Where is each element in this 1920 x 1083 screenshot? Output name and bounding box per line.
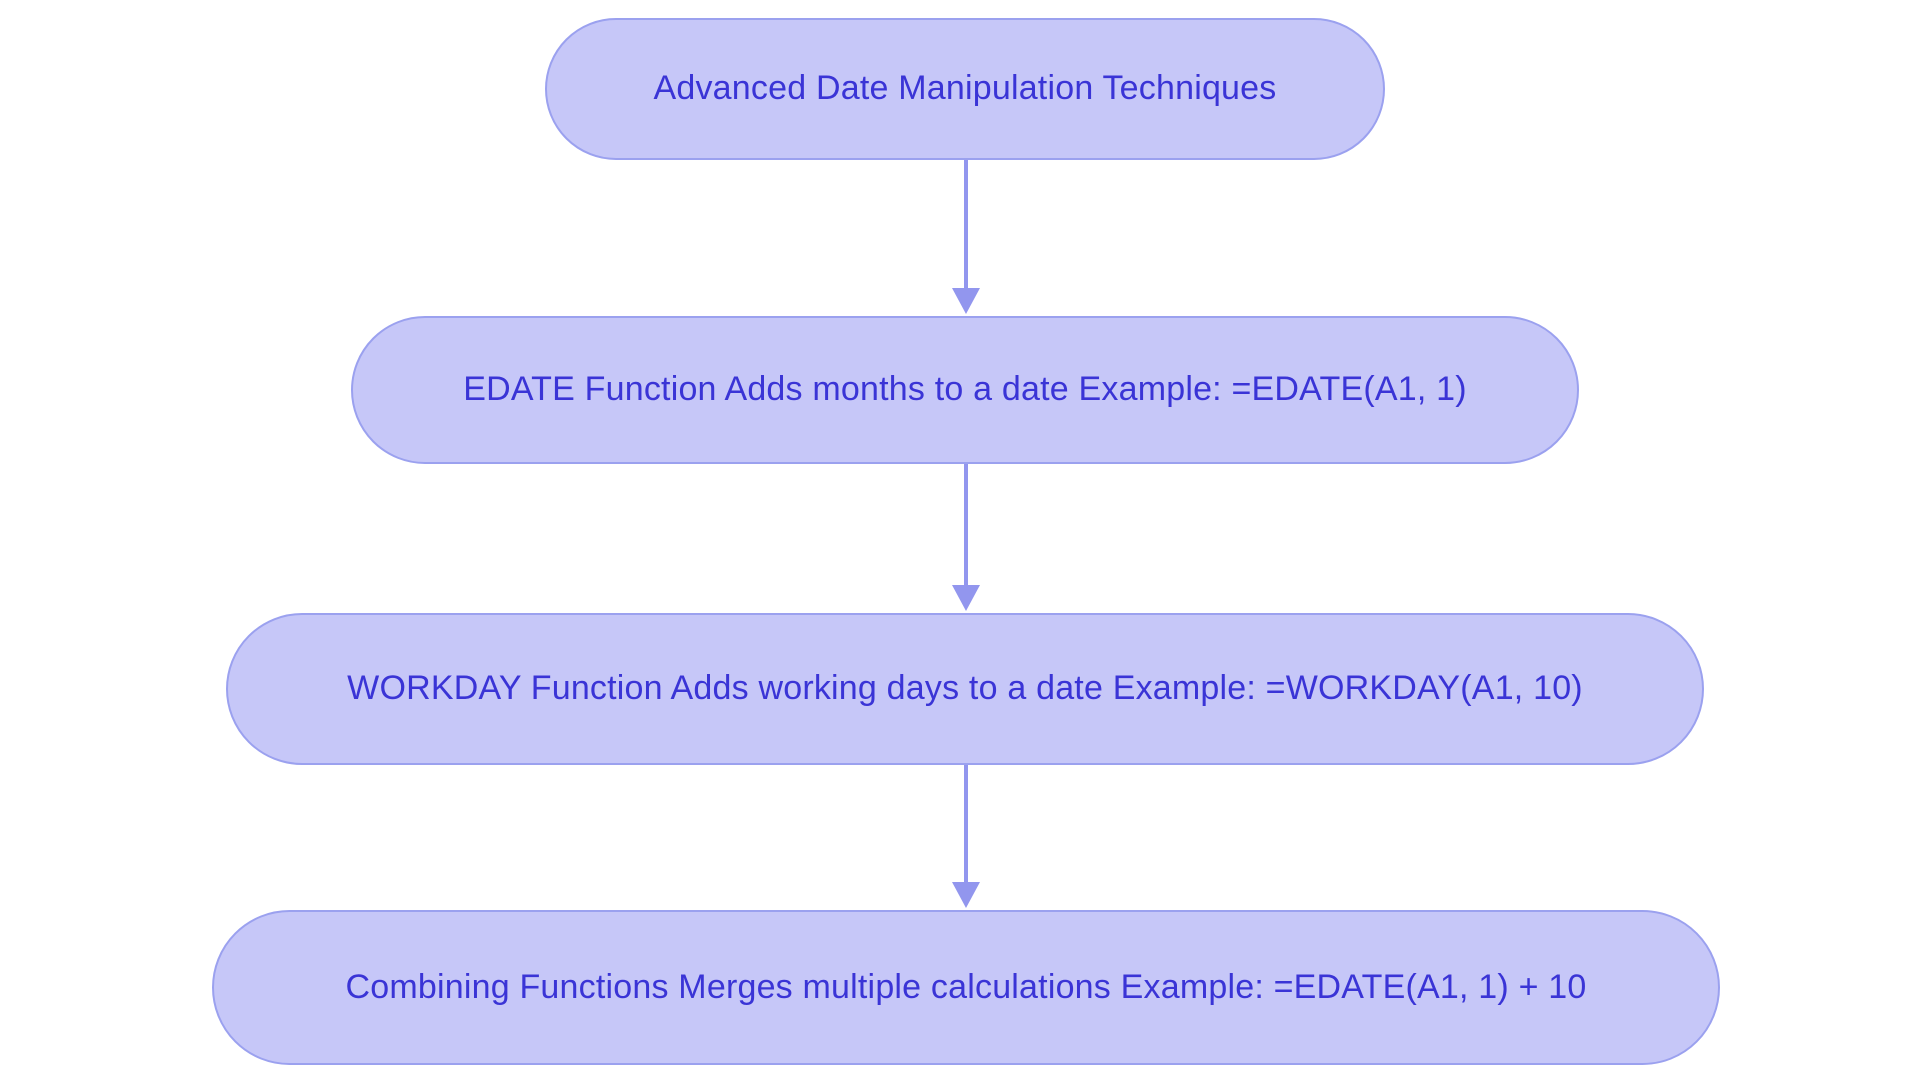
edge-n0-to-n1 (950, 160, 982, 316)
edge-n1-to-n2 (950, 464, 982, 613)
node-advanced-date-manipulation-techniques[interactable]: Advanced Date Manipulation Techniques (545, 18, 1385, 160)
edge-n2-to-n3 (950, 765, 982, 910)
node-label: Combining Functions Merges multiple calc… (345, 967, 1587, 1006)
node-workday-function[interactable]: WORKDAY Function Adds working days to a … (226, 613, 1704, 765)
node-label: Advanced Date Manipulation Techniques (653, 69, 1277, 108)
edge-line (964, 160, 968, 290)
node-label: WORKDAY Function Adds working days to a … (347, 669, 1583, 708)
edge-line (964, 765, 968, 884)
arrow-down-icon (952, 288, 980, 314)
node-label: EDATE Function Adds months to a date Exa… (463, 370, 1467, 409)
node-edate-function[interactable]: EDATE Function Adds months to a date Exa… (351, 316, 1579, 464)
arrow-down-icon (952, 585, 980, 611)
edge-line (964, 464, 968, 587)
arrow-down-icon (952, 882, 980, 908)
node-combining-functions[interactable]: Combining Functions Merges multiple calc… (212, 910, 1720, 1065)
